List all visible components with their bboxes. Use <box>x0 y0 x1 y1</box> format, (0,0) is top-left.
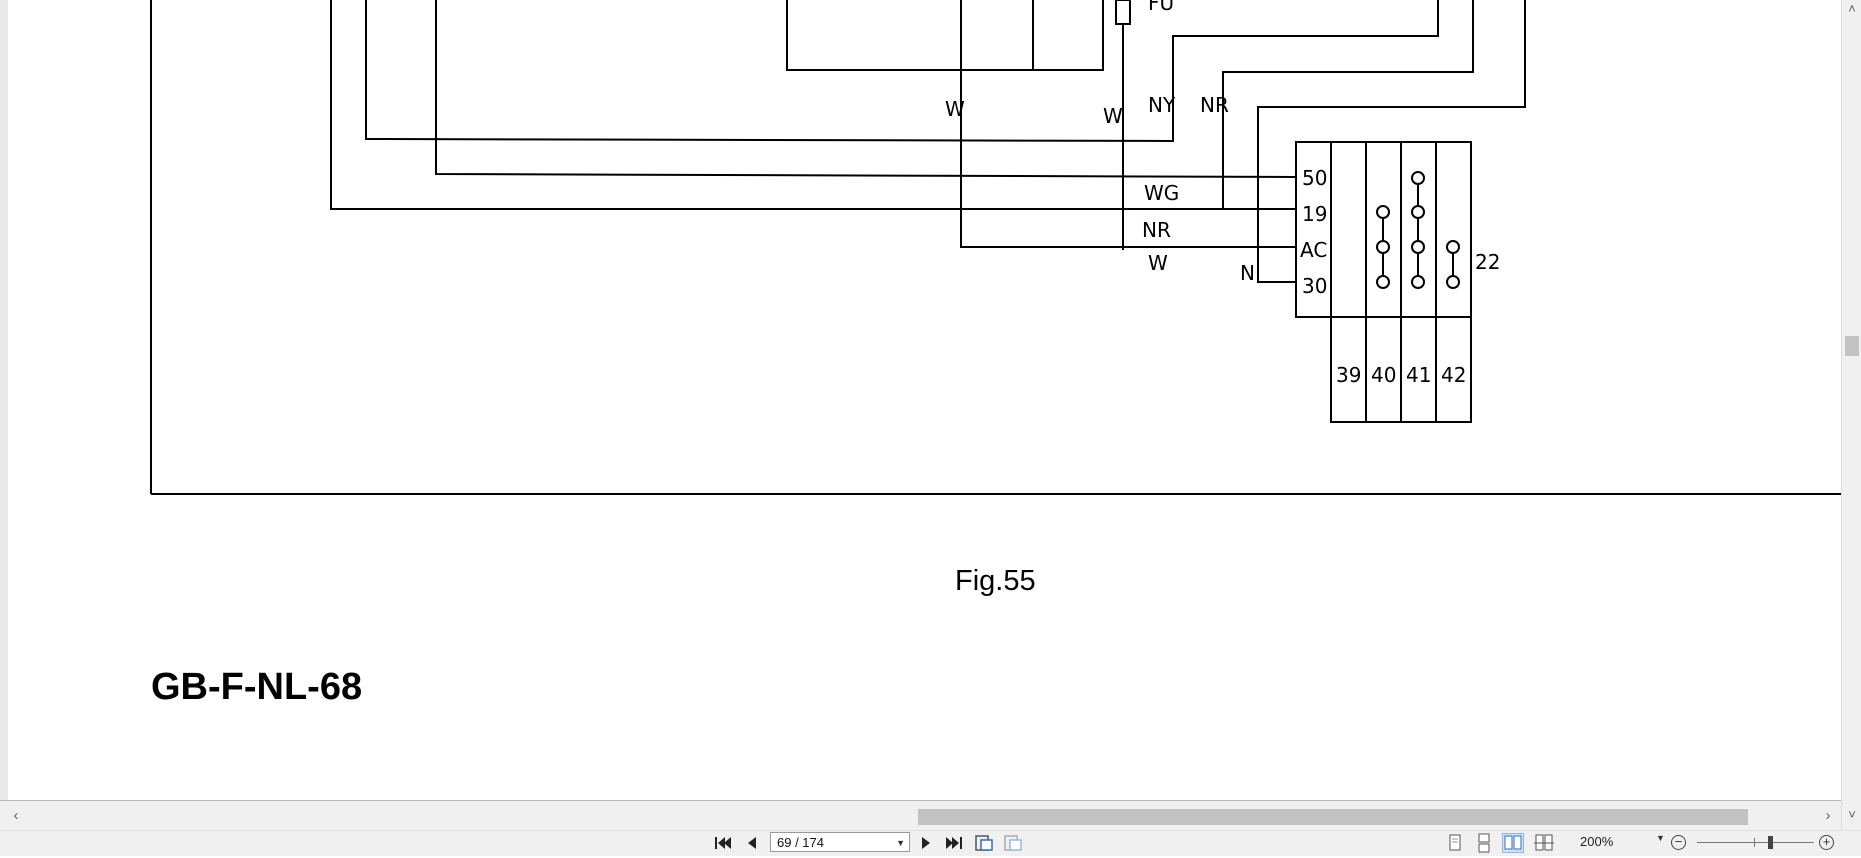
contact-40-19 <box>1376 205 1390 219</box>
bottom-toolbar: 69 / 174 ▼ 200% ▼ − + <box>0 830 1861 856</box>
wire-1 <box>330 0 1296 210</box>
contact-42-ac <box>1446 240 1460 254</box>
go-back-icon[interactable] <box>972 832 996 854</box>
scroll-right-icon[interactable]: › <box>1825 807 1831 824</box>
wire-label-wg: WG <box>1144 181 1179 205</box>
scroll-up-icon[interactable]: ˄ <box>1848 1 1856 16</box>
zoom-level[interactable]: 200% <box>1580 834 1614 849</box>
last-page-icon[interactable] <box>942 832 966 854</box>
horizontal-scrollbar[interactable]: ‹ › <box>0 800 1841 831</box>
wire-label-ny: NY <box>1148 93 1176 117</box>
book-view-icon[interactable] <box>1533 833 1555 853</box>
wire-label-nr-top: NR <box>1200 93 1229 117</box>
page-indicator: 69 / 174 <box>777 835 824 850</box>
wiring-diagram: W W NY NR WG NR W N FU 50 19 AC 30 22 39… <box>150 0 1841 495</box>
zoom-dropdown-icon[interactable]: ▼ <box>1656 833 1665 843</box>
contact-40-30 <box>1376 275 1390 289</box>
terminal-label-30: 30 <box>1302 274 1327 298</box>
position-label-40: 40 <box>1371 363 1396 387</box>
first-page-icon[interactable] <box>711 832 735 854</box>
wire-nr <box>1222 0 1474 210</box>
fuse-label: FU <box>1148 0 1174 15</box>
vertical-scrollbar[interactable]: ˄ ˅ <box>1841 0 1861 835</box>
wire-label-w2: W <box>1103 104 1123 128</box>
fuse-symbol <box>1115 0 1131 25</box>
wire-3 <box>435 0 1297 178</box>
page-footer-code: GB-F-NL-68 <box>151 666 363 708</box>
position-label-41: 41 <box>1406 363 1431 387</box>
terminal-label-ac: AC <box>1300 238 1327 262</box>
go-forward-icon[interactable] <box>1001 832 1025 854</box>
contact-41-50 <box>1411 171 1425 185</box>
zoom-slider-tick <box>1754 838 1755 847</box>
contact-41-ac <box>1411 240 1425 254</box>
figure-caption: Fig.55 <box>955 565 1036 597</box>
terminal-label-19: 19 <box>1302 202 1327 226</box>
zoom-in-icon[interactable]: + <box>1819 835 1834 850</box>
position-label-42: 42 <box>1441 363 1466 387</box>
wire-2 <box>365 0 1439 143</box>
contact-42-30 <box>1446 275 1460 289</box>
contact-41-30 <box>1411 275 1425 289</box>
continuous-icon[interactable] <box>1473 833 1495 853</box>
vertical-scroll-thumb[interactable] <box>1845 336 1859 356</box>
chevron-down-icon[interactable]: ▼ <box>896 838 905 848</box>
wire-label-n: N <box>1240 261 1255 285</box>
next-page-icon[interactable] <box>914 832 938 854</box>
wire-label-nr-mid: NR <box>1142 218 1171 242</box>
prev-page-icon[interactable] <box>740 832 764 854</box>
switch-number: 22 <box>1475 250 1500 274</box>
contact-40-ac <box>1376 240 1390 254</box>
zoom-slider-thumb[interactable] <box>1768 836 1773 849</box>
scroll-left-icon[interactable]: ‹ <box>13 807 19 824</box>
single-page-icon[interactable] <box>1444 833 1466 853</box>
scroll-down-icon[interactable]: ˅ <box>1848 807 1856 822</box>
wire-label-w1: W <box>945 97 965 121</box>
zoom-out-icon[interactable]: − <box>1671 835 1686 850</box>
zoom-slider-track[interactable] <box>1697 842 1814 843</box>
document-page: W W NY NR WG NR W N FU 50 19 AC 30 22 39… <box>8 0 1841 800</box>
horizontal-scroll-thumb[interactable] <box>918 809 1748 825</box>
page-number-field[interactable]: 69 / 174 ▼ <box>770 832 910 852</box>
contact-41-19 <box>1411 205 1425 219</box>
wire-w <box>960 0 1296 248</box>
wire-label-w3: W <box>1148 251 1168 275</box>
facing-icon[interactable] <box>1502 833 1524 853</box>
wire-n <box>1257 0 1526 283</box>
position-label-39: 39 <box>1336 363 1361 387</box>
terminal-label-50: 50 <box>1302 166 1327 190</box>
upper-box <box>786 0 1104 71</box>
